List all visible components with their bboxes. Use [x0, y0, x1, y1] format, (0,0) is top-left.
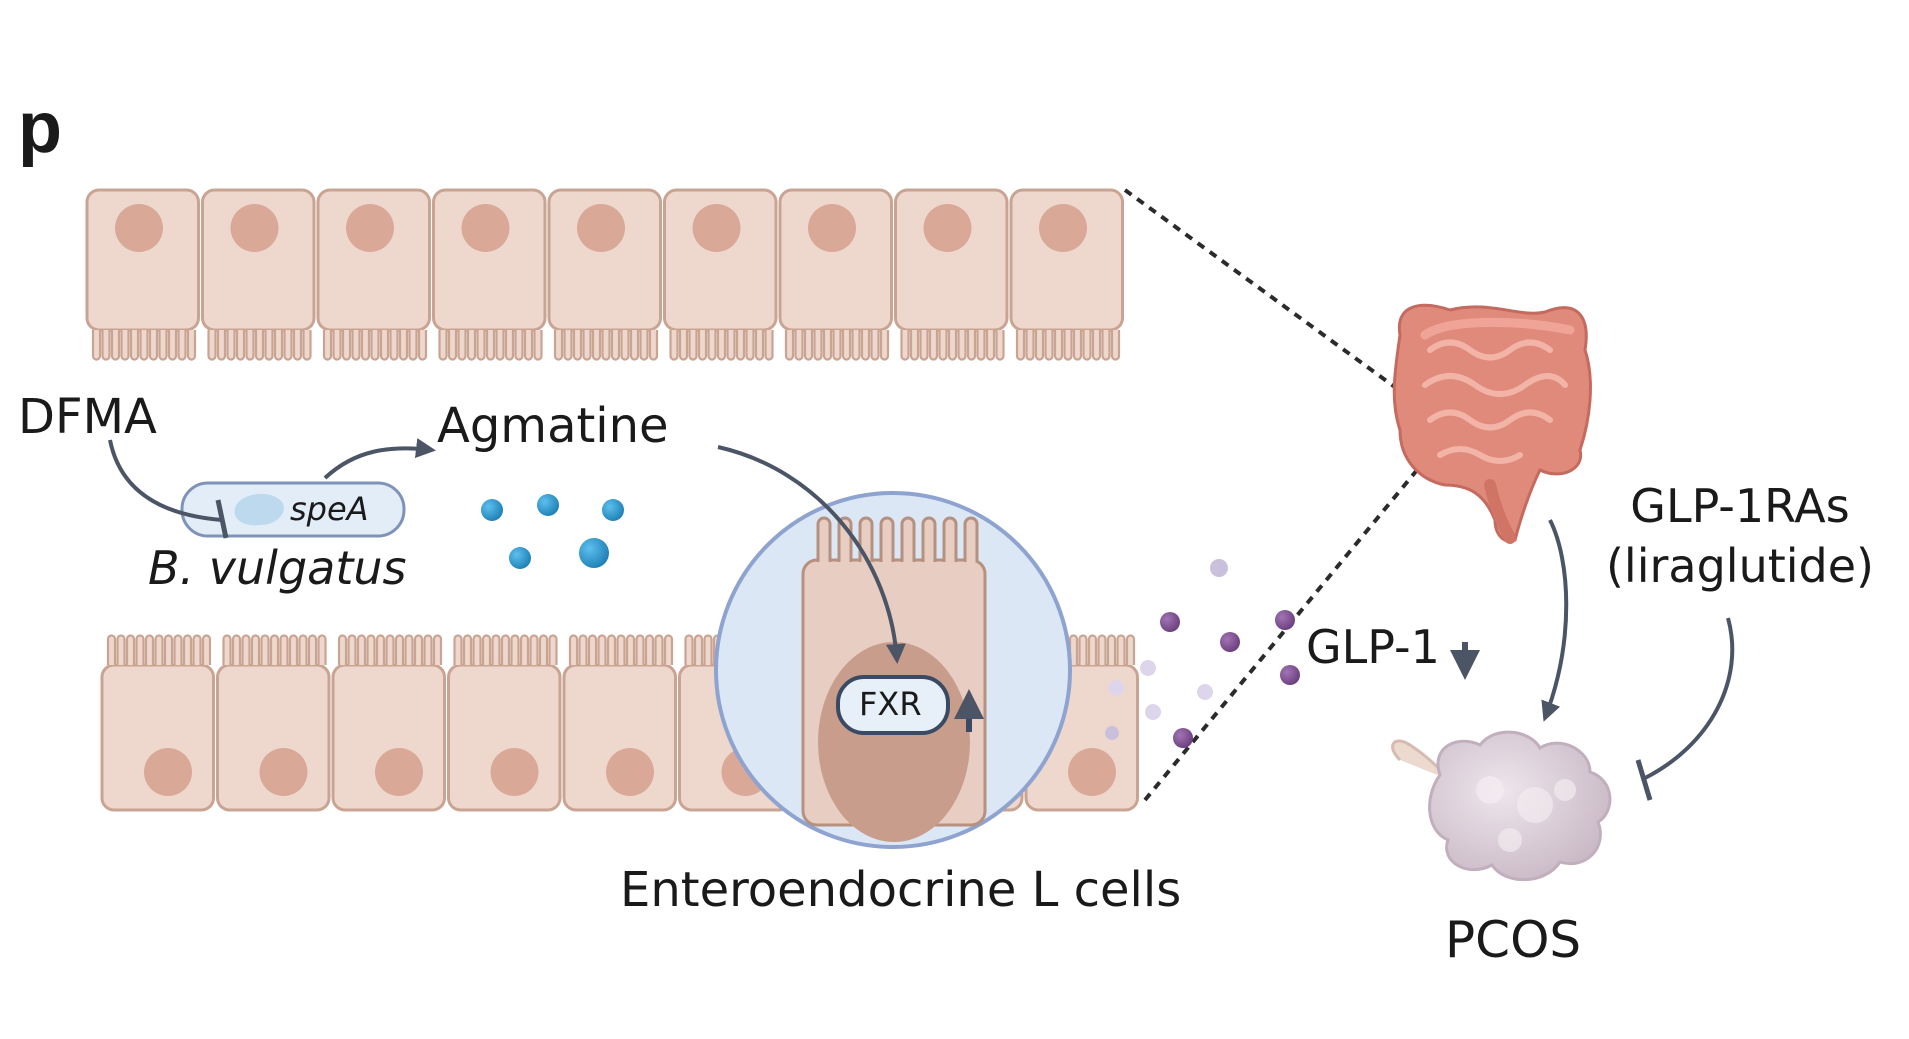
top-epithelial-cell	[85, 188, 200, 361]
glp1ras-line1: GLP-1RAs	[1630, 479, 1850, 533]
agmatine-to-fxr-arrow	[717, 445, 906, 664]
lcell-nucleus	[818, 642, 970, 842]
cell-nucleus	[375, 748, 423, 796]
top-epithelial-cell	[894, 188, 1009, 361]
bottom-epithelial-cell	[562, 634, 677, 812]
cell-nucleus	[230, 204, 279, 252]
top-epithelial-cell	[1009, 188, 1124, 361]
zoom-lines	[1123, 188, 1452, 802]
top-epithelial-cell	[778, 188, 893, 361]
b-vulgatus-label: B. vulgatus	[148, 541, 407, 595]
bottom-epithelial-cell	[100, 634, 215, 812]
pcos-label: PCOS	[1445, 911, 1582, 969]
enteroendocrine-label: Enteroendocrine L cells	[620, 862, 1182, 918]
cell-nucleus	[1039, 204, 1087, 252]
cell-nucleus	[577, 204, 625, 252]
cell-nucleus	[692, 204, 741, 252]
cell-nucleus	[115, 204, 163, 252]
cell-nucleus	[346, 204, 394, 252]
bottom-epithelial-cell	[331, 634, 446, 812]
cell-nucleus	[808, 204, 856, 252]
bottom-epithelial-cell	[447, 634, 562, 812]
top-epithelial-cell	[663, 188, 778, 361]
ovary-icon	[1391, 730, 1612, 882]
glp1ra-inhibit-bar	[1635, 759, 1653, 801]
cell-nucleus	[923, 204, 972, 252]
agmatine-molecules	[481, 494, 624, 569]
dfma-inhibit-bar	[215, 499, 229, 539]
intestine-to-pcos-arrow	[1541, 519, 1569, 722]
cell-nucleus	[144, 748, 192, 796]
agmatine-label: Agmatine	[437, 398, 669, 454]
cell-nucleus	[606, 748, 654, 796]
top-epithelial-cell	[316, 188, 431, 361]
fxr-box	[836, 675, 950, 735]
top-epithelial-cell	[432, 188, 547, 361]
cell-nucleus	[259, 748, 308, 796]
intestine-icon	[1392, 303, 1592, 544]
glp1ra-inhibit-arrow	[1644, 617, 1735, 780]
arrows	[108, 438, 1735, 801]
cell-nucleus	[1068, 748, 1116, 796]
spea-label: speA	[290, 490, 369, 528]
lcell-microvilli	[816, 516, 979, 562]
cell-nucleus	[490, 748, 539, 796]
magnifier-circle	[714, 491, 1072, 849]
panel-letter: p	[18, 88, 62, 168]
fxr-label: FXR	[859, 685, 922, 723]
enteroendocrine-cell	[801, 516, 987, 842]
glp1ras-line2: (liraglutide)	[1605, 538, 1874, 593]
glp1ras-label: GLP-1RAs (liraglutide)	[1590, 477, 1890, 597]
top-epithelium	[85, 188, 1124, 361]
dfma-inhibit-arrow	[108, 439, 223, 522]
top-epithelial-cell	[201, 188, 316, 361]
spea-to-agmatine-arrow	[323, 438, 436, 480]
glp1-molecules	[1105, 559, 1300, 748]
dfma-label: DFMA	[18, 389, 157, 445]
glp1-label: GLP-1	[1306, 620, 1440, 674]
cell-nucleus	[461, 204, 510, 252]
bacterium-icon	[180, 481, 406, 538]
top-epithelial-cell	[547, 188, 662, 361]
bottom-epithelial-cell	[216, 634, 331, 812]
